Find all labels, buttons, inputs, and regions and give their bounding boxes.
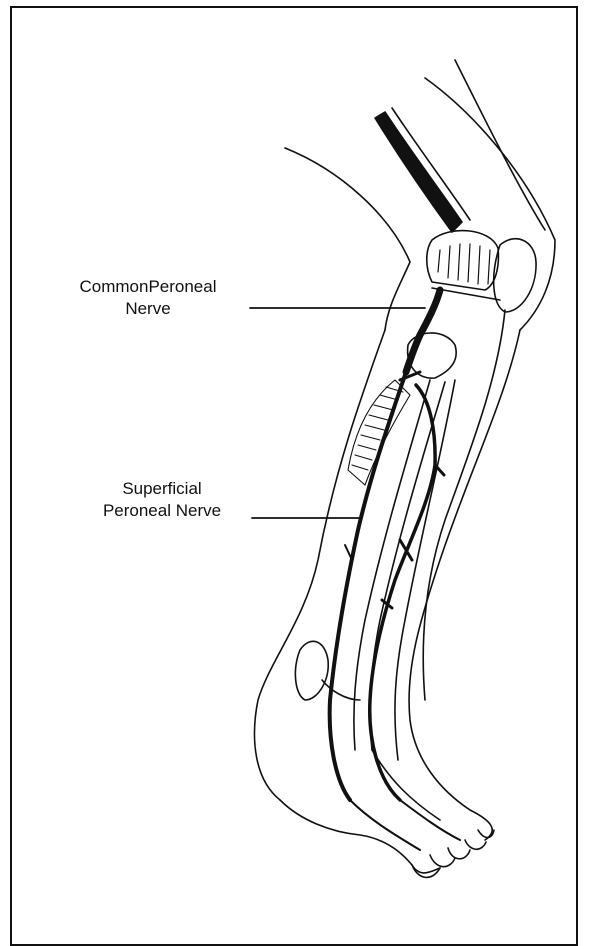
superficial-peroneal-label-line2: Peroneal Nerve — [72, 500, 252, 522]
fibula-line-a — [354, 380, 430, 750]
nerve-branch — [345, 545, 352, 560]
common-peroneal-nerve-path — [406, 290, 440, 372]
calf-back-outline — [254, 330, 385, 800]
femur-bone — [375, 112, 462, 232]
lateral-malleolus — [295, 641, 328, 700]
thigh-inner-outline — [455, 60, 545, 230]
thigh-back-outline — [285, 148, 410, 330]
foot-nerve-endings-b — [400, 800, 460, 840]
common-peroneal-label: CommonPeroneal Nerve — [48, 276, 248, 320]
common-peroneal-label-line2: Nerve — [48, 298, 248, 320]
common-peroneal-label-line1: CommonPeroneal — [48, 276, 248, 298]
patella — [494, 239, 536, 312]
superficial-peroneal-label: Superficial Peroneal Nerve — [72, 478, 252, 522]
foot-top — [470, 810, 492, 840]
knee-cartilage-dashes — [438, 244, 490, 284]
superficial-peroneal-label-line1: Superficial — [72, 478, 252, 500]
inner-leg-line — [423, 310, 505, 700]
muscle-hatch — [348, 380, 410, 485]
foot-nerve-endings-c — [372, 750, 440, 820]
tibia-line — [395, 380, 455, 760]
